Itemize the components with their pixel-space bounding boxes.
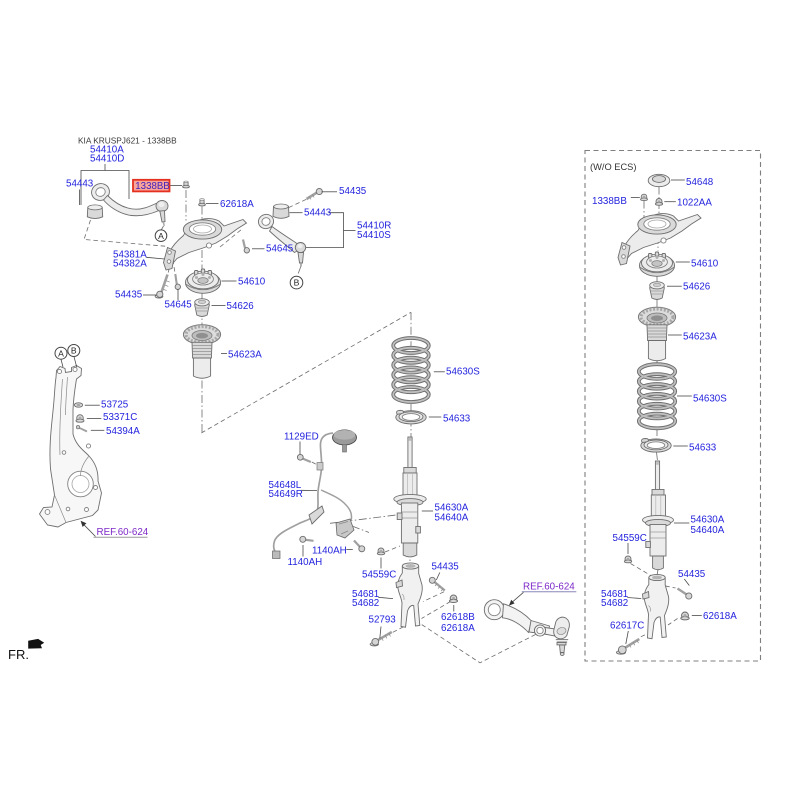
svg-text:54649R: 54649R: [269, 489, 303, 500]
svg-text:FR.: FR.: [8, 647, 29, 662]
svg-text:54630A: 54630A: [435, 503, 469, 514]
svg-text:54626: 54626: [227, 301, 255, 312]
svg-text:54630S: 54630S: [693, 393, 727, 404]
svg-text:1338BB: 1338BB: [592, 196, 627, 207]
svg-text:54610: 54610: [691, 258, 719, 269]
svg-text:54623A: 54623A: [228, 349, 262, 360]
svg-text:54410R: 54410R: [357, 221, 391, 232]
svg-text:54394A: 54394A: [106, 426, 140, 437]
svg-text:54435: 54435: [432, 562, 460, 573]
svg-text:62617C: 62617C: [610, 620, 644, 631]
svg-text:54633: 54633: [689, 442, 717, 453]
svg-text:53371C: 53371C: [103, 412, 137, 423]
svg-text:REF.60-624: REF.60-624: [523, 582, 575, 593]
svg-text:54443: 54443: [304, 208, 332, 219]
svg-text:53725: 53725: [101, 400, 129, 411]
svg-text:54681: 54681: [601, 589, 628, 600]
svg-text:B: B: [71, 346, 77, 356]
svg-text:54645: 54645: [165, 300, 193, 311]
svg-text:54626: 54626: [683, 282, 711, 293]
svg-text:1140AH: 1140AH: [312, 545, 347, 556]
svg-text:54559C: 54559C: [613, 533, 647, 544]
svg-text:1022AA: 1022AA: [677, 198, 712, 209]
svg-text:1140AH: 1140AH: [288, 557, 323, 568]
svg-text:54630S: 54630S: [446, 366, 480, 377]
svg-text:54681: 54681: [352, 589, 379, 600]
svg-text:54410S: 54410S: [357, 230, 391, 241]
svg-text:54410D: 54410D: [90, 153, 124, 164]
svg-text:1338BB: 1338BB: [135, 181, 169, 192]
svg-text:KIA KRUSPJ621 - 1338BB: KIA KRUSPJ621 - 1338BB: [78, 136, 177, 146]
svg-text:B: B: [294, 278, 300, 288]
svg-text:54410A: 54410A: [90, 144, 124, 155]
svg-text:54640A: 54640A: [691, 525, 725, 536]
svg-text:62618A: 62618A: [220, 199, 254, 210]
svg-text:54640A: 54640A: [435, 513, 469, 524]
svg-text:54633: 54633: [443, 414, 471, 425]
svg-text:54630A: 54630A: [691, 514, 725, 525]
svg-text:54559C: 54559C: [362, 569, 396, 580]
svg-text:54435: 54435: [339, 186, 367, 197]
svg-text:62618A: 62618A: [703, 611, 737, 622]
svg-text:54645: 54645: [266, 244, 294, 255]
svg-text:54435: 54435: [678, 569, 706, 580]
svg-text:54648L: 54648L: [269, 480, 302, 491]
svg-text:54648: 54648: [686, 177, 714, 188]
svg-text:1129ED: 1129ED: [284, 432, 319, 443]
svg-text:(W/O ECS): (W/O ECS): [590, 162, 636, 172]
svg-text:54381A: 54381A: [113, 249, 147, 260]
svg-text:54382A: 54382A: [113, 258, 147, 269]
svg-text:A: A: [58, 348, 64, 358]
svg-text:54443: 54443: [66, 178, 94, 189]
svg-text:54682: 54682: [352, 598, 379, 609]
svg-text:54610: 54610: [238, 277, 266, 288]
svg-text:A: A: [158, 231, 164, 241]
svg-text:62618B: 62618B: [441, 612, 475, 623]
svg-text:REF.60-624: REF.60-624: [97, 527, 149, 538]
svg-text:54623A: 54623A: [683, 332, 717, 343]
svg-text:54435: 54435: [115, 290, 143, 301]
svg-text:62618A: 62618A: [441, 623, 475, 634]
svg-text:52793: 52793: [369, 614, 397, 625]
svg-text:54682: 54682: [601, 598, 628, 609]
